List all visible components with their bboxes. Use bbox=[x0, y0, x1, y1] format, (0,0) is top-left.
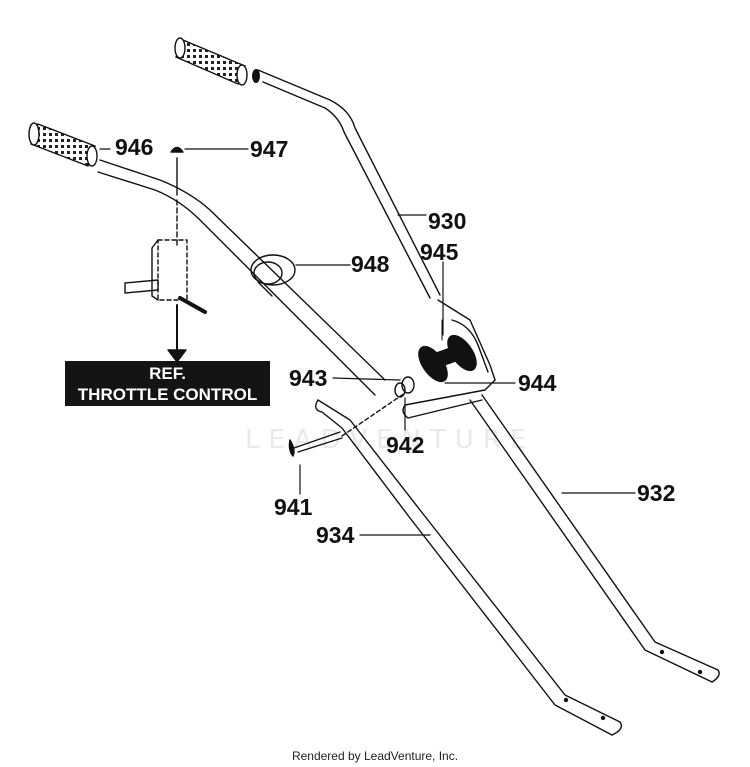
rear-grip bbox=[174, 37, 260, 86]
part-label-941: 941 bbox=[274, 494, 313, 520]
leader-lines bbox=[99, 148, 636, 536]
bolt-941 bbox=[288, 392, 406, 457]
grommet-948 bbox=[250, 254, 296, 297]
part-label-946: 946 bbox=[115, 134, 154, 160]
part-label-947: 947 bbox=[250, 136, 289, 162]
throttle-control-parts bbox=[124, 146, 207, 363]
footer-credit: Rendered by LeadVenture, Inc. bbox=[291, 749, 459, 763]
throttle-control-reference-box: REF. THROTTLE CONTROL bbox=[65, 361, 270, 406]
part-label-932: 932 bbox=[637, 480, 676, 506]
left-handle bbox=[97, 159, 386, 396]
part-label-948: 948 bbox=[351, 251, 390, 277]
part-label-942: 942 bbox=[386, 432, 425, 458]
part-label-944: 944 bbox=[518, 370, 557, 396]
part-label-945: 945 bbox=[420, 239, 459, 265]
upper-handle-930 bbox=[257, 69, 441, 299]
knob-assembly bbox=[394, 319, 477, 398]
lower-handle-932 bbox=[469, 394, 720, 683]
handle-934 bbox=[315, 399, 623, 736]
part-label-930: 930 bbox=[428, 208, 467, 234]
part-label-943: 943 bbox=[289, 365, 328, 391]
part-label-934: 934 bbox=[316, 522, 355, 548]
reference-line-2: THROTTLE CONTROL bbox=[77, 385, 258, 404]
reference-line-1: REF. bbox=[149, 364, 186, 383]
front-grip bbox=[28, 122, 98, 167]
